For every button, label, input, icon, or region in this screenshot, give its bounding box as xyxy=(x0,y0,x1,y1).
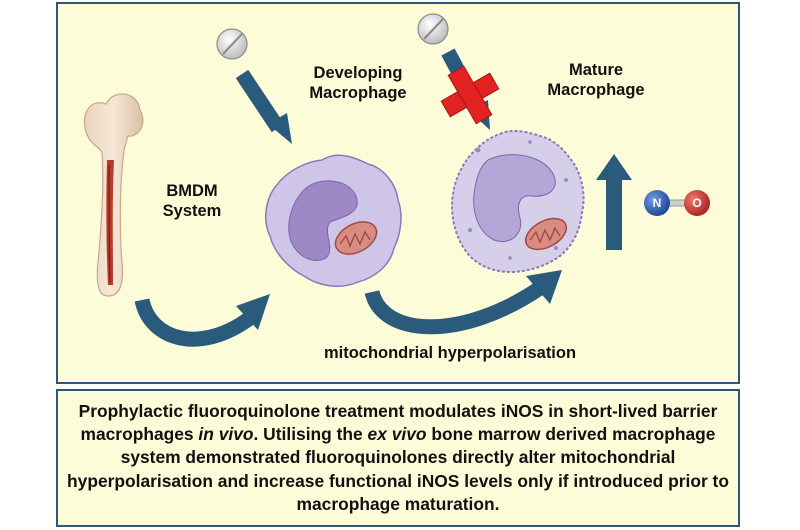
mitochondrion-icon xyxy=(524,217,568,251)
mitochondrion-icon xyxy=(334,221,378,255)
bmdm-label: BMDM System xyxy=(155,181,229,221)
caption-italic-ex-vivo: ex vivo xyxy=(367,424,427,445)
up-arrow-icon xyxy=(596,154,632,250)
caption-part: Prophylactic fluoroquinolone treatment m… xyxy=(78,401,718,445)
caption-italic-in-vivo: in vivo xyxy=(198,424,254,445)
curved-arrow-icon xyxy=(364,270,562,335)
blocked-x-icon xyxy=(440,65,500,125)
diagram-artwork xyxy=(83,13,710,347)
caption-part: . Utilising the xyxy=(253,424,368,445)
pill-icon xyxy=(417,13,449,45)
mito-hyperpolarisation-label: mitochondrial hyperpolarisation xyxy=(323,344,577,362)
atom-o-label: O xyxy=(692,196,702,210)
mature-label-line2: Macrophage xyxy=(547,81,645,99)
bone-icon xyxy=(83,93,144,297)
bmdm-label-line2: System xyxy=(162,202,222,220)
atom-n-label: N xyxy=(652,196,662,210)
macrophage-cell-icon xyxy=(450,129,585,274)
curved-arrow-icon xyxy=(134,294,270,347)
caption-text: Prophylactic fluoroquinolone treatment m… xyxy=(66,400,730,516)
caption-panel: Prophylactic fluoroquinolone treatment m… xyxy=(56,389,740,527)
developing-label-line2: Macrophage xyxy=(309,84,407,102)
pill-icon xyxy=(216,28,248,60)
pill-arrow xyxy=(235,69,292,144)
mature-macrophage-label: Mature Macrophage xyxy=(534,60,658,100)
mature-label-line1: Mature xyxy=(568,61,624,79)
developing-macrophage-label: Developing Macrophage xyxy=(296,63,420,103)
caption-part: bone marrow derived macrophage system de… xyxy=(67,424,729,514)
developing-label-line1: Developing xyxy=(313,64,403,82)
nitric-oxide-molecule-icon xyxy=(644,190,710,216)
macrophage-cell-icon xyxy=(264,154,402,288)
bmdm-label-line1: BMDM xyxy=(166,182,218,200)
